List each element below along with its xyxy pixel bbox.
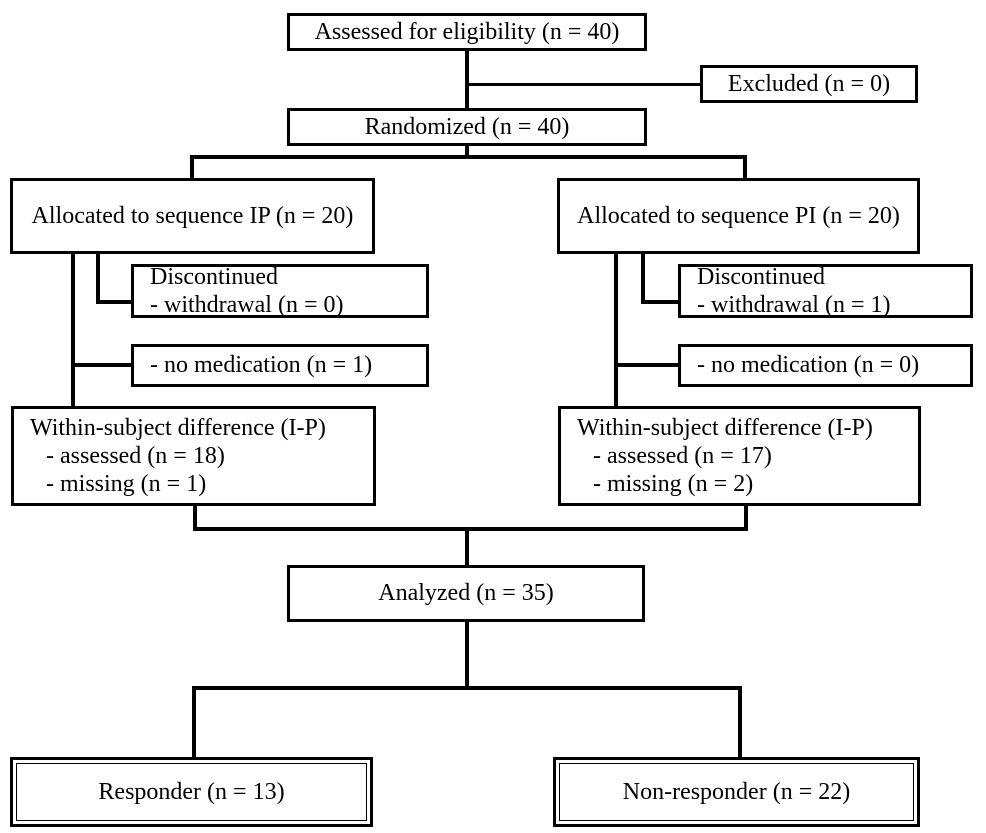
node-allocated-sequence-ip: Allocated to sequence IP (n = 20): [10, 178, 375, 254]
node-randomized: Randomized (n = 40): [287, 108, 647, 146]
node-allocated-ip-label: Allocated to sequence IP (n = 20): [31, 202, 354, 229]
node-excluded-label: Excluded (n = 0): [727, 70, 891, 97]
connector-assessed-to-excluded: [465, 83, 703, 86]
node-pi-within-missing: - missing (n = 2): [593, 471, 754, 498]
connector-ip-to-discontinued: [96, 300, 136, 304]
connector-merge-to-analyzed: [465, 527, 469, 567]
connector-split-to-ip: [190, 155, 194, 180]
connector-pi-discontinued-stub: [641, 252, 645, 304]
node-excluded: Excluded (n = 0): [700, 65, 918, 103]
connector-ip-discontinued-stub: [96, 252, 100, 304]
node-ip-no-medication-label: - no medication (n = 1): [150, 352, 373, 379]
node-ip-discontinued-withdrawal: - withdrawal (n = 0): [150, 292, 344, 318]
node-pi-discontinued: Discontinued - withdrawal (n = 1): [678, 264, 973, 318]
node-ip-within-missing: - missing (n = 1): [46, 471, 207, 498]
node-pi-discontinued-title: Discontinued: [697, 263, 825, 290]
node-analyzed: Analyzed (n = 35): [287, 565, 645, 622]
node-responder-label: Responder (n = 13): [98, 778, 285, 805]
node-pi-within-subject-difference: Within-subject difference (I-P) - assess…: [558, 406, 921, 506]
node-analyzed-label: Analyzed (n = 35): [378, 580, 554, 607]
node-non-responder-label: Non-responder (n = 22): [622, 778, 851, 805]
connector-pi-to-nomedication: [614, 363, 684, 367]
connector-assessed-to-randomized: [465, 48, 469, 110]
connector-outcome-split-bar: [192, 686, 742, 690]
node-ip-within-title: Within-subject difference (I-P): [30, 414, 326, 441]
node-pi-within-title: Within-subject difference (I-P): [577, 414, 873, 441]
node-pi-discontinued-withdrawal: - withdrawal (n = 1): [697, 292, 891, 318]
connector-pi-main-vertical: [614, 252, 618, 408]
node-ip-discontinued-title: Discontinued: [150, 263, 278, 290]
node-randomized-label: Randomized (n = 40): [364, 113, 570, 140]
connector-analyzed-drop: [465, 620, 469, 690]
node-assessed-label: Assessed for eligibility (n = 40): [314, 18, 620, 45]
node-ip-within-subject-difference: Within-subject difference (I-P) - assess…: [11, 406, 376, 506]
node-pi-no-medication-label: - no medication (n = 0): [697, 352, 920, 379]
node-pi-within-assessed: - assessed (n = 17): [593, 442, 772, 469]
connector-randomized-drop: [465, 143, 469, 159]
node-allocated-pi-label: Allocated to sequence PI (n = 20): [577, 202, 900, 229]
connector-ip-main-vertical: [71, 252, 75, 408]
connector-split-to-responder: [192, 686, 196, 758]
connector-randomized-split-bar: [190, 155, 747, 159]
node-pi-no-medication: - no medication (n = 0): [678, 344, 973, 387]
connector-split-to-pi: [743, 155, 747, 180]
node-ip-within-assessed: - assessed (n = 18): [46, 442, 225, 469]
connector-pi-within-drop: [744, 505, 748, 531]
node-allocated-sequence-pi: Allocated to sequence PI (n = 20): [557, 178, 920, 254]
connector-merge-bar: [193, 527, 748, 531]
connector-split-to-nonresponder: [738, 686, 742, 758]
connector-ip-within-drop: [193, 505, 197, 531]
node-responder-inner: Responder (n = 13): [16, 763, 367, 821]
node-non-responder-inner: Non-responder (n = 22): [559, 763, 914, 821]
node-responder: Responder (n = 13): [10, 757, 373, 827]
node-assessed-for-eligibility: Assessed for eligibility (n = 40): [287, 13, 647, 51]
node-non-responder: Non-responder (n = 22): [553, 757, 920, 827]
connector-ip-to-nomedication: [71, 363, 136, 367]
connector-pi-to-discontinued: [641, 300, 683, 304]
node-ip-discontinued: Discontinued - withdrawal (n = 0): [131, 264, 429, 318]
node-ip-no-medication: - no medication (n = 1): [131, 344, 429, 387]
